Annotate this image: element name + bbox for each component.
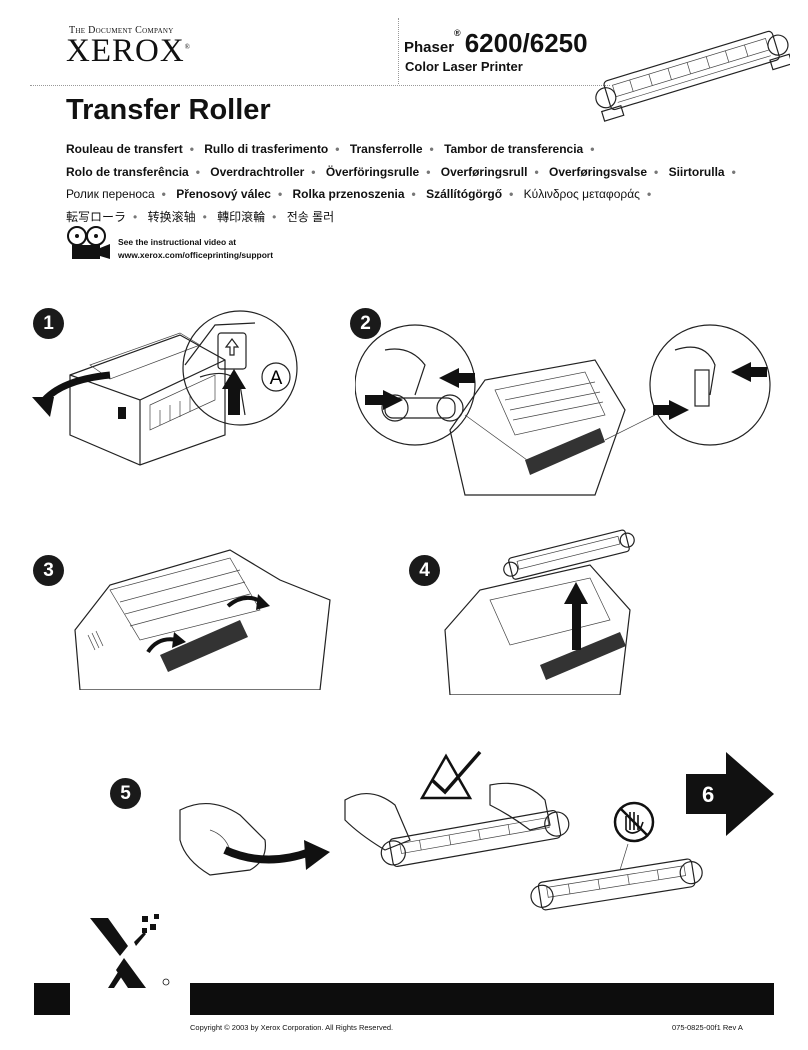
step-3-illustration	[74, 549, 331, 690]
product-name: Phaser®6200/6250	[404, 28, 588, 58]
callout-a-label: A	[270, 368, 283, 389]
step-2-badge: 2	[350, 308, 381, 339]
step-6-label: 6	[702, 782, 715, 807]
translation-list: Rouleau de transfert• Rullo di trasferim…	[66, 138, 766, 228]
roller-no-touch-illustration	[530, 843, 703, 911]
step-5-illustration	[179, 802, 330, 876]
footer-bar	[190, 983, 774, 1015]
company-tagline: The Document Company	[69, 25, 174, 36]
part-number: 075-0825-00f1 Rev A	[672, 1023, 743, 1032]
page-title: Transfer Roller	[66, 94, 271, 126]
check-mark-icon	[419, 750, 482, 800]
no-touch-hand-icon	[613, 801, 655, 843]
step-1-illustration: A	[32, 310, 298, 466]
footer-block	[34, 983, 70, 1015]
header-rule	[30, 85, 610, 86]
roller-handling-illustration	[344, 782, 570, 868]
video-note: See the instructional video at www.xerox…	[118, 237, 274, 260]
translation-row: Rolo de transferência• Overdrachtroller•…	[66, 164, 736, 179]
transfer-roller-header-illustration	[595, 30, 790, 122]
next-step-6-arrow: 6	[686, 752, 776, 841]
copyright-text: Copyright © 2003 by Xerox Corporation. A…	[190, 1023, 394, 1032]
film-projector-icon	[67, 226, 110, 259]
translation-row: 転写ローラ• 转换滚轴• 轉印滾輪• 전송 롤러	[66, 209, 335, 224]
step-5-badge: 5	[110, 778, 141, 809]
header-divider	[398, 18, 399, 84]
step-2-illustration	[355, 324, 771, 496]
xerox-logo: XEROX®	[66, 33, 191, 69]
step-4-badge: 4	[409, 555, 440, 586]
step-1-badge: 1	[33, 308, 64, 339]
product-subtitle: Color Laser Printer	[405, 59, 523, 74]
step-4-illustration	[444, 529, 635, 695]
step-3-badge: 3	[33, 555, 64, 586]
xerox-x-logo-icon	[90, 914, 170, 988]
translation-row: Rouleau de transfert• Rullo di trasferim…	[66, 142, 595, 156]
translation-row: Ролик переноса• Přenosový válec• Rolka p…	[66, 187, 652, 201]
